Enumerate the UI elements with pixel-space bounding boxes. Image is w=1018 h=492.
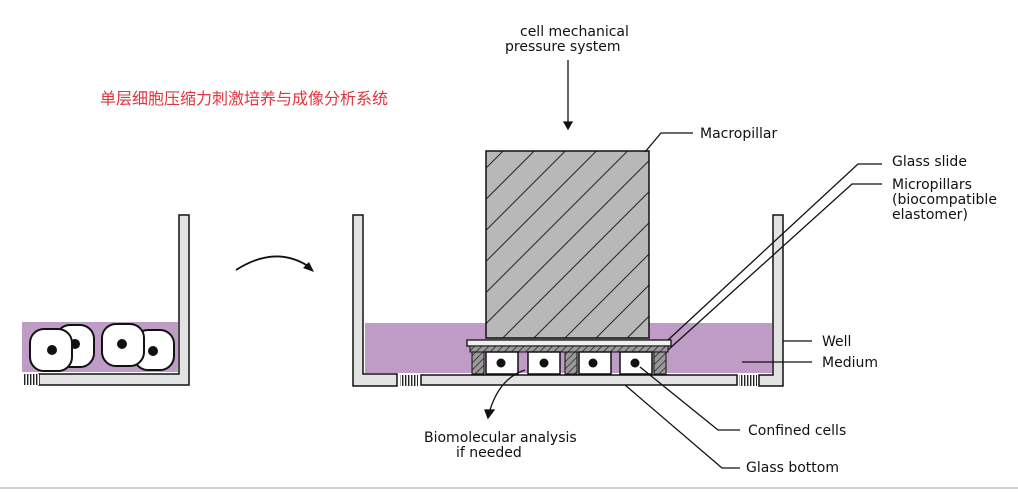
medium-label: Medium <box>822 355 878 371</box>
pressure-system-label-line2: pressure system <box>505 39 621 55</box>
bottom-divider <box>0 487 1018 489</box>
micropillars-leader <box>667 183 882 351</box>
cell-nucleus <box>630 358 640 368</box>
transition-arrow <box>235 255 314 272</box>
macropillar <box>485 150 650 339</box>
biomolecular-arrow-line <box>489 369 526 411</box>
right-well-barcode-left <box>400 375 418 386</box>
glass-slide <box>466 339 672 347</box>
biomolecular-label-line1: Biomolecular analysis <box>424 430 577 446</box>
micropillars <box>471 351 667 375</box>
cell-nucleus <box>117 339 127 349</box>
confined-cells <box>485 351 653 375</box>
macropillar-leader <box>644 132 693 153</box>
glass-bottom-leader <box>624 384 740 469</box>
pressure-system-label-line1: cell mechanical <box>520 24 629 40</box>
left-well-barcode <box>24 374 39 385</box>
micropillar <box>471 351 485 375</box>
right-well-barcode-right <box>739 375 757 386</box>
micropillar-layer <box>469 345 669 353</box>
glass-slide-label: Glass slide <box>892 154 967 170</box>
micropillars-label-line2: (biocompatible <box>892 192 997 208</box>
right-well-left-wall <box>352 214 398 387</box>
micropillar <box>564 351 578 375</box>
left-cells <box>29 323 175 372</box>
biomolecular-arrow-head <box>484 409 496 420</box>
confined-cells-label: Confined cells <box>748 423 846 439</box>
left-well <box>22 214 190 386</box>
micropillars-label-line1: Micropillars <box>892 177 972 193</box>
cell-nucleus <box>588 358 598 368</box>
cell-nucleus <box>539 358 549 368</box>
macropillar-label: Macropillar <box>700 126 778 142</box>
cell-nucleus <box>496 358 506 368</box>
micropillars-label-line3: elastomer) <box>892 207 968 223</box>
pressure-arrow-head <box>562 121 574 131</box>
glass-slide-leader <box>667 163 882 341</box>
right-well-right-wall <box>758 214 784 387</box>
micropillar <box>653 351 667 375</box>
cell-nucleus <box>148 346 158 356</box>
well-label: Well <box>822 334 851 350</box>
biomolecular-label-line2: if needed <box>456 445 522 461</box>
confined-cells-leader <box>639 366 740 431</box>
leader-lines <box>484 60 882 469</box>
diagram-title: 单层细胞压缩力刺激培养与成像分析系统 <box>100 89 388 108</box>
glass-bottom <box>420 374 738 386</box>
cell-nucleus <box>47 345 57 355</box>
glass-bottom-label: Glass bottom <box>746 460 839 476</box>
